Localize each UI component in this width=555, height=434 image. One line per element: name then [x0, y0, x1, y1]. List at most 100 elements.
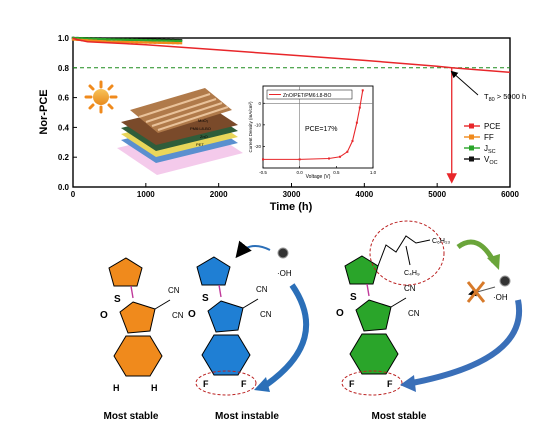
series-point-ff	[144, 41, 148, 44]
cyano-label-1: CN	[168, 286, 180, 295]
series-point-jsc	[176, 39, 179, 43]
series-point-ff	[135, 41, 138, 44]
series-point-ff	[126, 40, 129, 44]
benzene-ring	[113, 335, 163, 377]
y-tick-label: 0.0	[58, 183, 70, 192]
series-point-ff	[149, 41, 152, 44]
fluorine-left: F	[349, 379, 355, 389]
y-tick-label: 0.6	[58, 94, 70, 103]
inset-frame	[262, 85, 374, 169]
caption-3: Most stable	[371, 411, 426, 422]
oxygen-label: O	[100, 310, 108, 321]
series-point-jsc	[153, 39, 157, 42]
series-point-ff	[112, 40, 116, 44]
inset-y-tick-label: -20	[254, 144, 261, 149]
inset-x-tick-label: 0.5	[333, 170, 340, 175]
y-tick-label: 0.8	[58, 64, 70, 73]
hydroxyl-radical-icon	[277, 247, 289, 259]
jv-curve	[263, 90, 364, 160]
inset-x-tick-label: 1.0	[370, 170, 377, 175]
inset-y-label: Current Density (mA/cm²)	[248, 101, 253, 153]
indanone-ring	[355, 299, 392, 332]
series-point-jsc	[76, 36, 79, 40]
thiophene-ring	[196, 256, 231, 286]
x-tick-label: 1000	[137, 190, 155, 199]
series-line-pce	[72, 37, 511, 74]
series-point-ff	[176, 41, 179, 45]
x-tick-label: 2000	[210, 190, 228, 199]
attack-arrow-small	[235, 240, 271, 259]
layer-label-zno: ZnO	[200, 134, 208, 139]
series-point-jsc	[99, 37, 102, 41]
layer-label-pet: PET	[196, 142, 204, 147]
indanone-ring	[119, 301, 156, 334]
side-chain-highlight	[369, 220, 445, 286]
substituent-left: H	[113, 383, 120, 393]
series-point-ff	[130, 40, 134, 44]
x-tick-label: 6000	[501, 190, 519, 199]
series-point-ff	[103, 40, 107, 43]
side-chain-top: C₆H₁₃	[432, 238, 450, 245]
fluorine-right: F	[241, 379, 247, 389]
series-point-jsc	[80, 37, 84, 40]
fluorine-left: F	[203, 379, 209, 389]
series-point-jsc	[103, 38, 107, 41]
sulfur-label: S	[114, 294, 121, 305]
series-point-ff	[140, 41, 143, 44]
radical-label: ·OH	[493, 293, 508, 302]
y-axis: 0.00.20.40.60.81.0	[58, 34, 77, 192]
series-point-jsc	[158, 39, 161, 42]
fluorine-right: F	[387, 379, 393, 389]
series-point-jsc	[149, 39, 152, 42]
series-point-jsc	[112, 38, 116, 41]
inset-x-tick-label: 0.0	[297, 170, 304, 175]
legend-label: JSC	[484, 144, 496, 155]
series-point-ff	[90, 39, 93, 42]
series-point-ff	[153, 41, 157, 44]
inset-y-tick-label: 0	[258, 101, 261, 106]
oxygen-label: O	[336, 308, 344, 319]
series-layer	[71, 36, 511, 74]
series-point-ff	[158, 41, 161, 44]
thiophene-ring	[108, 257, 143, 287]
series-point-jsc	[144, 39, 148, 42]
series-point-ff	[167, 41, 170, 45]
benzene-ring	[349, 333, 399, 375]
cyano-label-1: CN	[256, 285, 268, 294]
series-point-jsc	[121, 38, 125, 41]
sulfur-label: S	[350, 292, 357, 303]
series-point-ff	[85, 39, 88, 42]
legend-marker	[469, 123, 474, 129]
cyano-label-2: CN	[408, 309, 420, 318]
inset-x-label: Voltage (V)	[306, 174, 331, 180]
series-point-ff	[71, 38, 75, 41]
fluorine-highlight	[341, 370, 403, 396]
attack-arrow-large	[264, 283, 309, 388]
series-point-jsc	[140, 38, 143, 42]
series-point-jsc	[108, 38, 111, 41]
caption-1: Most stable	[103, 411, 158, 422]
y-axis-label: Nor-PCE	[38, 89, 50, 134]
pce-label: PCE=17%	[305, 126, 338, 133]
series-point-ff	[94, 39, 97, 43]
oxygen-label: O	[188, 309, 196, 320]
hydroxyl-radical-icon	[499, 275, 511, 287]
molecule-3: S O CN CN F F C₆H₁₃ C₄H₉ ·OH Most stable	[336, 220, 523, 422]
series-point-jsc	[117, 38, 120, 41]
inset-legend-box	[266, 89, 353, 100]
x-tick-label: 3000	[283, 190, 301, 199]
legend-marker	[469, 134, 474, 140]
x-axis-label: Time (h)	[270, 201, 313, 213]
layer-label-active: PM6:L8-BO	[190, 126, 211, 131]
inset-y-tick-label: -10	[254, 122, 261, 127]
cyano-label-1: CN	[404, 284, 416, 293]
y-tick-label: 1.0	[58, 34, 70, 43]
radical-label: ·OH	[277, 269, 292, 278]
x-tick-label: 4000	[355, 190, 373, 199]
series-point-ff	[121, 40, 125, 44]
attack-arrow-large	[411, 299, 523, 386]
